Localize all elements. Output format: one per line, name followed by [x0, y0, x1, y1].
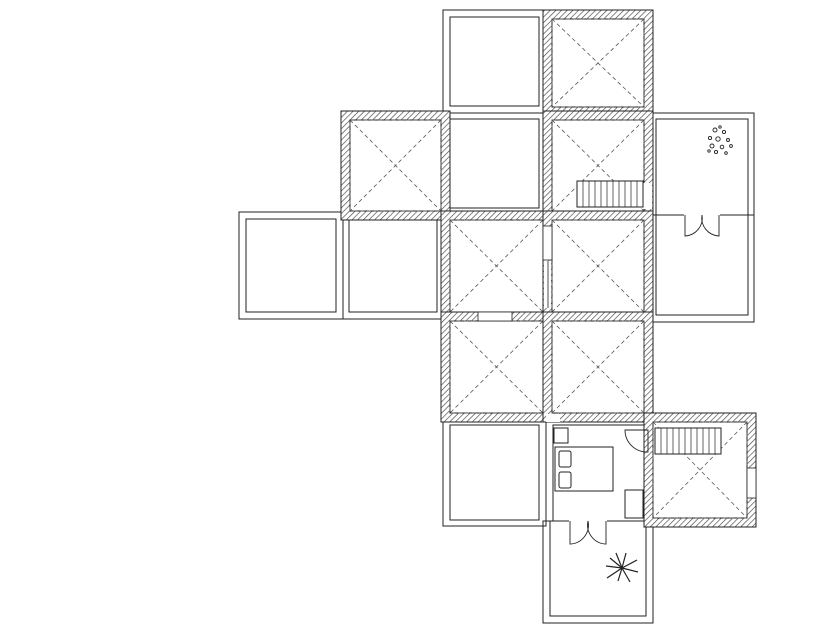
void-x-mark [449, 219, 544, 313]
window-centre-divider [542, 225, 553, 261]
room-top-right-tower [542, 9, 654, 117]
void-x-mark [551, 219, 645, 313]
room-south-centre-right [542, 311, 654, 423]
room-west-wing [238, 211, 344, 320]
wardrobe [624, 489, 644, 519]
bedside-cabinet [553, 427, 569, 444]
garden-shrub [707, 125, 733, 155]
void-x-mark [551, 18, 645, 108]
staircase-south [654, 427, 722, 455]
void-x-mark [449, 320, 544, 414]
room-east-middle [649, 214, 755, 323]
void-x-mark [349, 119, 442, 212]
pillow-bottom [558, 471, 572, 489]
openings [477, 183, 757, 499]
room-north-west [340, 110, 451, 221]
window-centre-south [477, 311, 513, 322]
room-north-east [649, 112, 755, 216]
room-west-center [342, 211, 444, 320]
window-east [746, 467, 757, 499]
room-south-centre-left [440, 311, 553, 423]
pillow-top [558, 450, 572, 468]
void-x-mark [551, 320, 645, 414]
room-centre-right [542, 210, 654, 322]
double-door-garden [569, 518, 607, 545]
garden-tree [605, 552, 639, 583]
room-centre-left [440, 210, 553, 322]
room-south-west [442, 418, 547, 527]
room-top-left-tower [442, 9, 547, 114]
staircase-north [576, 180, 644, 208]
door-bedroom-stair [624, 429, 649, 453]
double-door-north-east [684, 212, 720, 237]
bedroom-furniture [553, 427, 644, 519]
room-central-north [442, 112, 547, 216]
